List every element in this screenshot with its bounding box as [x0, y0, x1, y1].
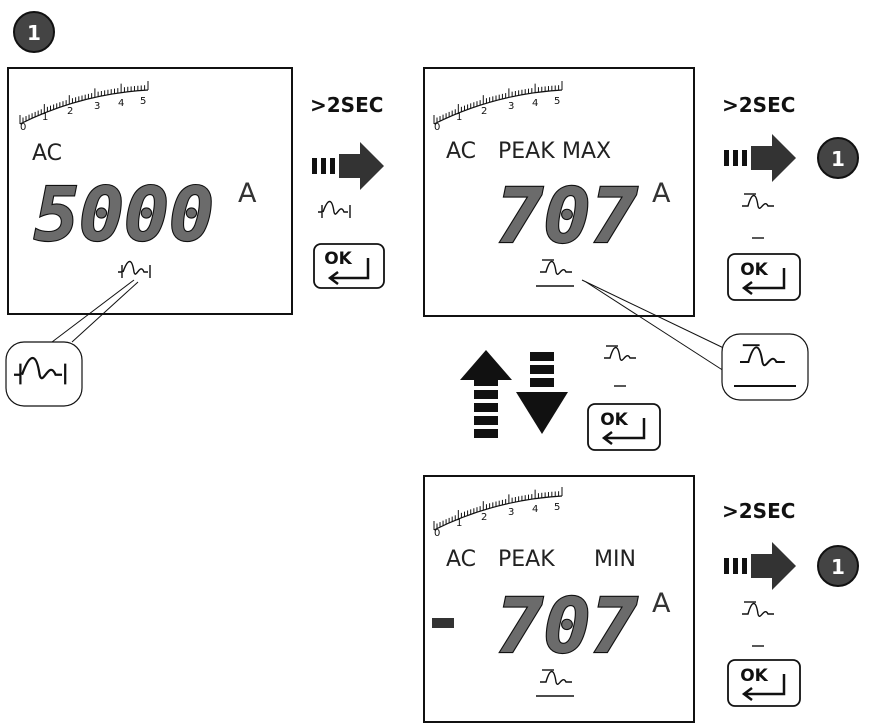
ok-button-4[interactable]: OK	[727, 659, 801, 707]
display-peak-max: 0 1 2 3 4 5 AC PEAK MAX 707 A	[423, 67, 695, 317]
peak-label: PEAK	[498, 139, 555, 164]
analog-scale-3: 0 1 2 3 4 5	[433, 487, 563, 539]
scale-tick-0: 0	[20, 122, 26, 133]
step-number: 1	[831, 555, 845, 579]
ok-button-3[interactable]: OK	[587, 403, 661, 451]
scale-tick-2: 2	[67, 106, 73, 117]
peak-min-waveform-icon-2	[741, 601, 775, 647]
callout-peak-icon	[5, 279, 139, 407]
ok-enter-key-icon	[741, 268, 786, 295]
mode-ac: AC	[32, 141, 62, 166]
toggle-up-arrow	[460, 350, 512, 438]
mode-ac: AC	[446, 547, 476, 572]
peak-min-waveform-icon	[536, 669, 574, 697]
scale-tick-1: 1	[456, 112, 462, 123]
unit-label: A	[238, 178, 257, 209]
arrow-right-1	[312, 142, 384, 190]
ok-enter-key-icon	[327, 258, 370, 285]
reading-value: 707	[496, 171, 638, 260]
hold-label-3: >2SEC	[722, 499, 795, 523]
peak-max-waveform-icon	[536, 259, 574, 287]
scale-tick-2: 2	[481, 106, 487, 117]
ok-label-2: OK	[740, 260, 768, 280]
return-step-badge-2: 1	[817, 545, 859, 587]
ok-button-2[interactable]: OK	[727, 253, 801, 301]
reading-value: 5000	[34, 172, 214, 258]
toggle-down-arrow	[516, 352, 568, 434]
hold-label-2: >2SEC	[722, 93, 795, 117]
hold-label-1: >2SEC	[310, 93, 383, 117]
ok-enter-key-icon	[601, 418, 646, 445]
arrow-right-2	[724, 134, 796, 182]
analog-scale: 0 1 2 3 4 5	[19, 81, 149, 133]
step-number: 1	[831, 147, 845, 171]
scale-tick-3: 3	[508, 507, 514, 518]
step-badge: 1	[13, 11, 55, 53]
scale-tick-1: 1	[42, 112, 48, 123]
scale-tick-3: 3	[94, 101, 100, 112]
scale-tick-5: 5	[554, 502, 560, 513]
ok-button-1[interactable]: OK	[313, 243, 385, 289]
display-peak-min: 0 1 2 3 4 5 AC PEAK MIN 707 A	[423, 475, 695, 723]
step-number: 1	[27, 21, 41, 45]
callout-peak-max-icon	[581, 279, 809, 401]
peak-waveform-icon-1	[317, 200, 351, 219]
peak-max-waveform-icon-2	[741, 193, 775, 239]
return-step-badge-1: 1	[817, 137, 859, 179]
arrow-right-3	[724, 542, 796, 590]
ok-label-1: OK	[324, 249, 352, 269]
unit-label: A	[652, 178, 671, 209]
ok-enter-key-icon	[741, 674, 786, 701]
mode-ac: AC	[446, 139, 476, 164]
minus-sign	[432, 618, 454, 628]
scale-tick-4: 4	[532, 504, 538, 515]
unit-label: A	[652, 588, 671, 619]
scale-tick-1: 1	[456, 518, 462, 529]
reading-value: 707	[496, 581, 638, 670]
max-label: MAX	[562, 139, 611, 164]
scale-tick-5: 5	[554, 96, 560, 107]
scale-tick-0: 0	[434, 528, 440, 539]
scale-tick-4: 4	[118, 98, 124, 109]
scale-tick-0: 0	[434, 122, 440, 133]
peak-max-waveform-icon-3	[603, 345, 637, 387]
scale-tick-2: 2	[481, 512, 487, 523]
scale-tick-5: 5	[140, 96, 146, 107]
scale-tick-3: 3	[508, 101, 514, 112]
ok-label-3: OK	[600, 410, 628, 430]
min-label: MIN	[594, 547, 636, 572]
display-main: 0 1 2 3 4 5 AC 5000 A	[7, 67, 293, 315]
peak-label: PEAK	[498, 547, 555, 572]
scale-tick-4: 4	[532, 98, 538, 109]
analog-scale-2: 0 1 2 3 4 5	[433, 81, 563, 133]
ok-label-4: OK	[740, 666, 768, 686]
